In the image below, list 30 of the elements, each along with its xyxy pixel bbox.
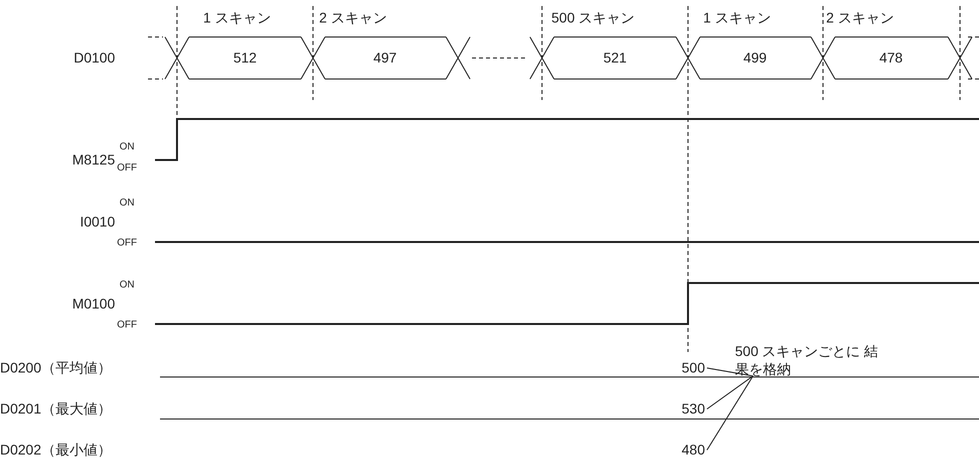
note-text: 500 スキャンごとに 結果を格納	[735, 343, 885, 378]
leader-line	[706, 376, 754, 450]
scan-label: 500 スキャン	[551, 10, 635, 26]
level-label: ON	[120, 142, 134, 152]
signal-name: I0010	[80, 214, 115, 230]
data-value: 497	[373, 50, 397, 66]
level-label: ON	[120, 280, 134, 290]
data-value: 521	[603, 50, 627, 66]
leader-line	[706, 376, 754, 410]
signal-name: D0100	[74, 50, 115, 66]
data-value: 500	[682, 360, 705, 376]
signal-name: D0200（平均値）	[0, 360, 112, 376]
signal-name: M8125	[72, 152, 115, 168]
data-value: 499	[743, 50, 767, 66]
signal-name: M0100	[72, 296, 115, 312]
signal-name: D0202（最小値）	[0, 442, 112, 458]
level-label: OFF	[117, 320, 137, 330]
leader-line	[706, 368, 754, 376]
data-value: 512	[233, 50, 257, 66]
data-value: 480	[682, 442, 705, 458]
level-label: OFF	[117, 238, 137, 248]
scan-label: 2 スキャン	[319, 10, 387, 26]
scan-label: 1 スキャン	[203, 10, 271, 26]
signal-name: D0201（最大値）	[0, 401, 112, 417]
level-label: ON	[120, 198, 134, 208]
data-value: 530	[682, 401, 705, 417]
scan-label: 2 スキャン	[826, 10, 894, 26]
level-label: OFF	[117, 162, 137, 174]
data-value: 478	[879, 50, 903, 66]
scan-label: 1 スキャン	[703, 10, 771, 26]
